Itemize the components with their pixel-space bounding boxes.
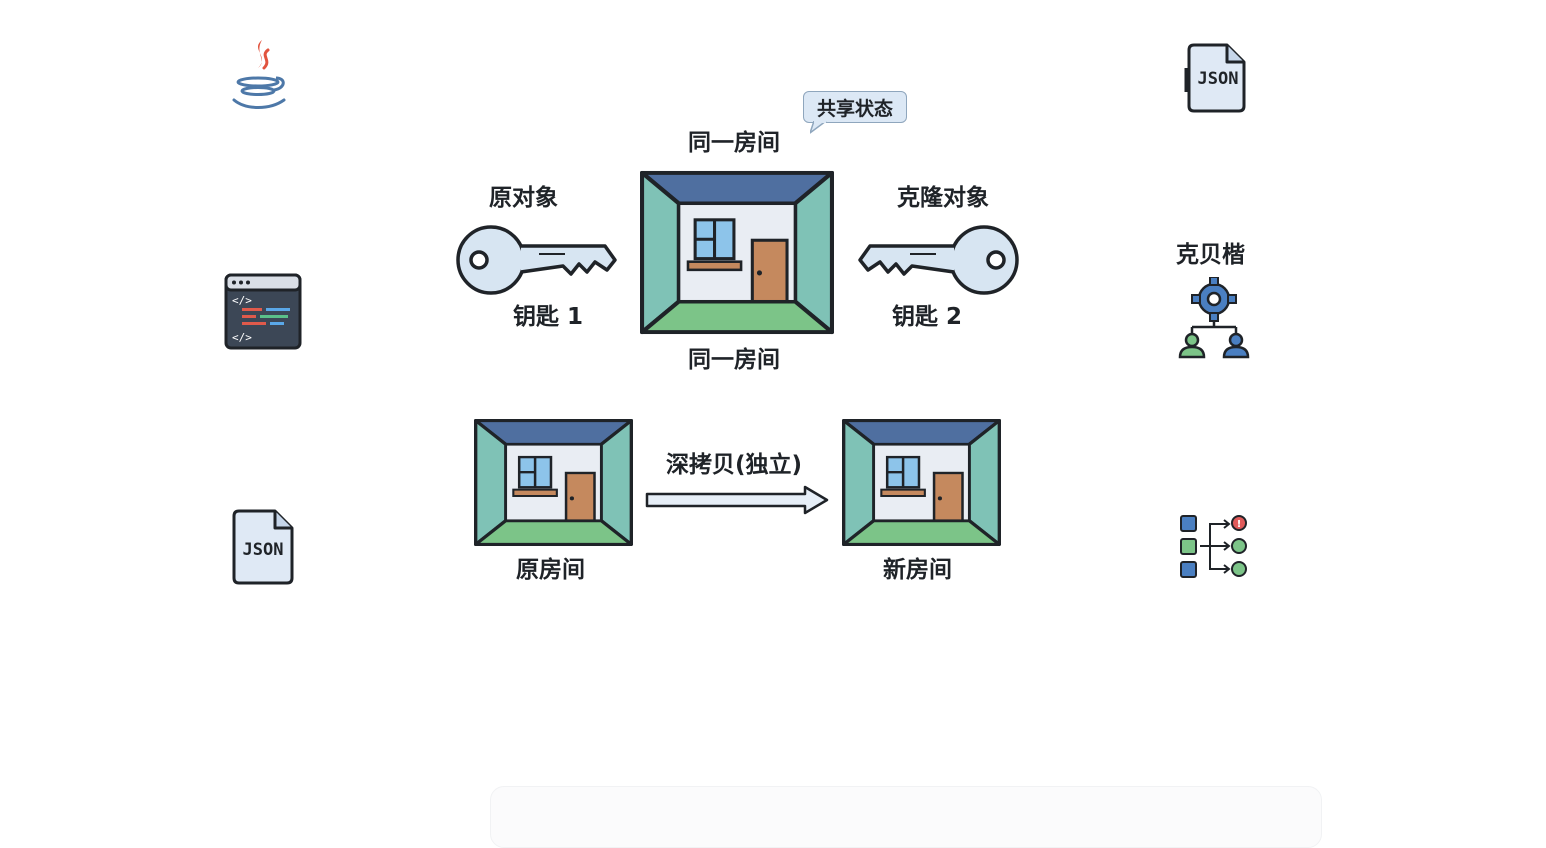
same-room-label-top: 同一房间 — [688, 130, 780, 156]
shared-state-bubble: 共享状态 — [803, 91, 907, 123]
gear-team-icon — [1178, 277, 1250, 359]
right-icon-title: 克贝楷 — [1176, 242, 1245, 268]
workflow-icon: ! — [1180, 515, 1247, 578]
cloned-object-label: 克隆对象 — [897, 185, 989, 211]
java-icon — [232, 40, 286, 109]
new-room-label: 新房间 — [883, 557, 952, 583]
new-room-icon — [842, 419, 1001, 546]
key1-label: 钥匙 1 — [513, 304, 584, 330]
original-object-label: 原对象 — [489, 185, 558, 211]
same-room-label-bottom: 同一房间 — [688, 347, 780, 373]
key-2-icon — [858, 225, 1019, 295]
ghost-card — [490, 786, 1322, 848]
svg-text:</>: </> — [232, 331, 252, 344]
json-file-icon: JSON — [1183, 42, 1247, 114]
svg-text:!: ! — [1237, 519, 1242, 530]
deep-copy-label: 深拷贝(独立) — [666, 452, 803, 478]
code-editor-icon: </> </> — [224, 273, 302, 350]
svg-text:</>: </> — [232, 294, 252, 307]
bubble-tail — [810, 121, 827, 134]
json-label: JSON — [242, 540, 284, 560]
shared-room-icon — [640, 170, 834, 335]
json-label: JSON — [1197, 69, 1239, 89]
json-file-icon: JSON — [231, 508, 295, 586]
key-1-icon — [456, 225, 617, 295]
key2-label: 钥匙 2 — [892, 304, 963, 330]
original-room-label: 原房间 — [516, 557, 585, 583]
original-room-icon — [474, 419, 633, 546]
arrow-right-icon — [645, 485, 829, 515]
shared-state-label: 共享状态 — [816, 97, 893, 120]
